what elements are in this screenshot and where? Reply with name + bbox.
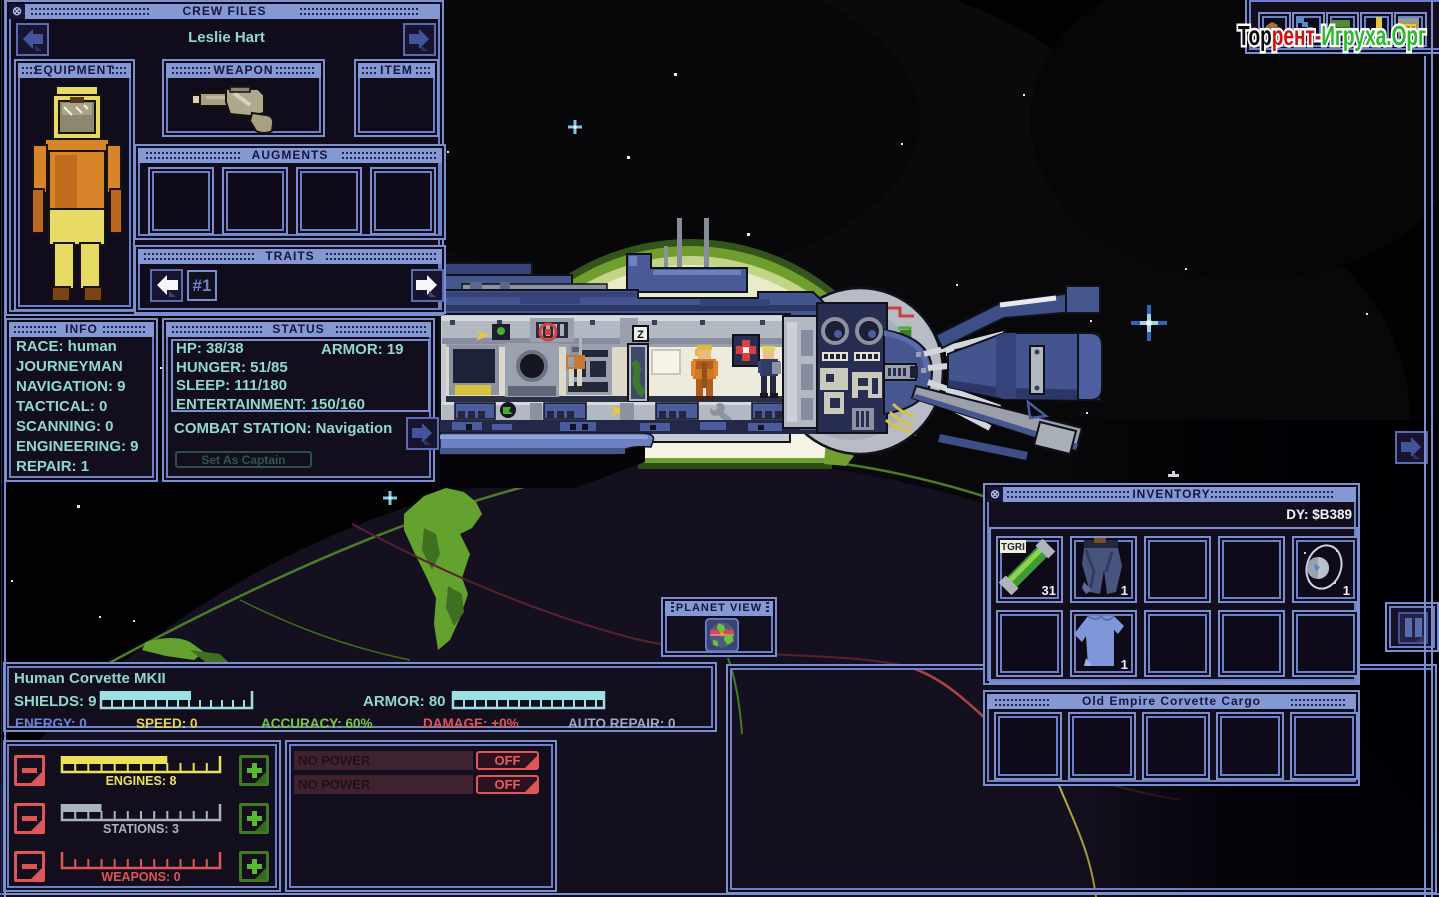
svg-text:Торрент-Игруха.Орг: Торрент-Игруха.Орг bbox=[1238, 20, 1426, 51]
svg-text:TGRI: TGRI bbox=[1001, 542, 1025, 553]
svg-text:Z: Z bbox=[637, 329, 644, 341]
